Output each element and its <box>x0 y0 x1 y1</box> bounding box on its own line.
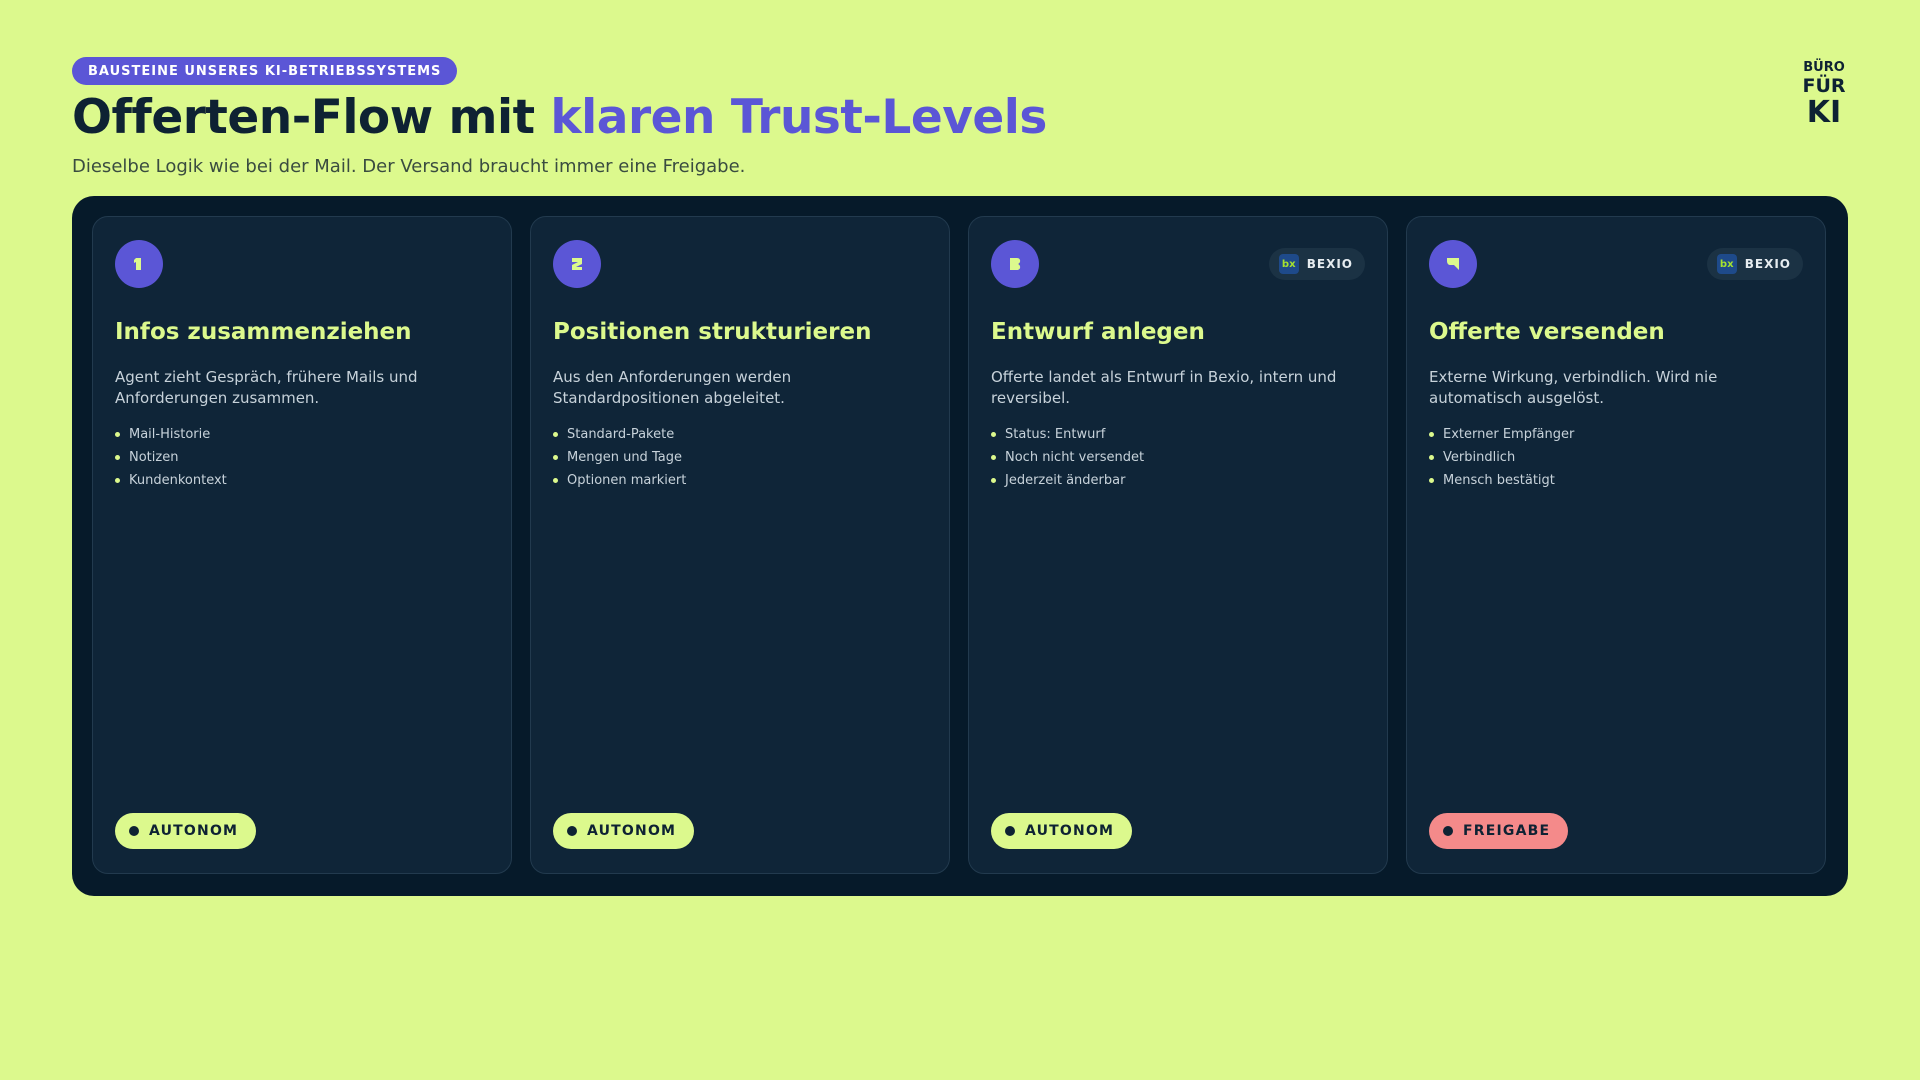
flow-board: Infos zusammenziehen Agent zieht Gespräc… <box>72 196 1848 896</box>
list-item-label: Kundenkontext <box>129 473 227 488</box>
status-badge-autonom: AUTONOM <box>115 813 257 849</box>
flow-card-3: bx BEXIO Entwurf anlegen Offerte landet … <box>968 216 1388 874</box>
status-label: AUTONOM <box>1025 823 1115 839</box>
card-bullet-list: Status: Entwurf Noch nicht versendet Jed… <box>991 423 1144 492</box>
step-2-icon <box>553 240 601 288</box>
list-item-label: Optionen markiert <box>567 473 687 488</box>
list-item: Optionen markiert <box>553 469 686 492</box>
step-1-icon <box>115 240 163 288</box>
list-item: Jederzeit änderbar <box>991 469 1144 492</box>
status-badge-freigabe: FREIGABE <box>1429 813 1569 849</box>
list-item: Kundenkontext <box>115 469 227 492</box>
list-item: Mail-Historie <box>115 423 227 446</box>
status-label: FREIGABE <box>1463 823 1551 839</box>
bullet-dot-icon <box>991 432 996 437</box>
flow-card-2: Positionen strukturieren Aus den Anforde… <box>530 216 950 874</box>
bullet-dot-icon <box>553 432 558 437</box>
list-item-label: Mensch bestätigt <box>1443 473 1555 488</box>
list-item: Notizen <box>115 446 227 469</box>
list-item-label: Mengen und Tage <box>567 450 682 465</box>
page-subtitle: Dieselbe Logik wie bei der Mail. Der Ver… <box>72 156 746 177</box>
status-dot-icon <box>129 826 139 836</box>
bullet-dot-icon <box>1429 432 1434 437</box>
card-description: Externe Wirkung, verbindlich. Wird nie a… <box>1429 368 1718 407</box>
list-item-label: Verbindlich <box>1443 450 1516 465</box>
bexio-logo-icon: bx <box>1716 254 1737 274</box>
section-eyebrow-badge: BAUSTEINE UNSERES KI-BETRIEBSSYSTEMS <box>72 57 458 85</box>
list-item-label: Externer Empfänger <box>1443 427 1575 442</box>
card-bullet-list: Standard-Pakete Mengen und Tage Optionen… <box>553 423 686 492</box>
card-description: Aus den Anforderungen werden Standardpos… <box>553 368 792 407</box>
status-badge-autonom: AUTONOM <box>553 813 695 849</box>
list-item-label: Standard-Pakete <box>567 427 675 442</box>
card-description: Offerte landet als Entwurf in Bexio, int… <box>991 368 1337 407</box>
card-bullet-list: Mail-Historie Notizen Kundenkontext <box>115 423 227 492</box>
tool-label: BEXIO <box>1306 257 1353 271</box>
bullet-dot-icon <box>115 432 120 437</box>
card-bullet-list: Externer Empfänger Verbindlich Mensch be… <box>1429 423 1574 492</box>
list-item: Status: Entwurf <box>991 423 1144 446</box>
logo-line-1: BÜRO <box>1803 59 1845 75</box>
logo-line-3: KI <box>1807 95 1841 124</box>
step-4-icon <box>1429 240 1477 288</box>
page-title-accent: klaren Trust-Levels <box>550 90 1047 145</box>
bullet-dot-icon <box>991 478 996 483</box>
list-item: Standard-Pakete <box>553 423 686 446</box>
page-title-main: Offerten-Flow mit <box>72 90 551 145</box>
status-dot-icon <box>1443 826 1453 836</box>
bexio-tool-badge: bx BEXIO <box>1706 248 1803 280</box>
tool-label: BEXIO <box>1744 257 1791 271</box>
list-item-label: Notizen <box>129 450 179 465</box>
bullet-dot-icon <box>1429 455 1434 460</box>
card-title: Infos zusammenziehen <box>115 319 412 345</box>
buero-fuer-ki-logo: BÜRO FÜR KI <box>1802 59 1845 124</box>
list-item: Mensch bestätigt <box>1429 469 1574 492</box>
bullet-dot-icon <box>991 455 996 460</box>
page-title: Offerten-Flow mit klaren Trust-Levels <box>72 90 1047 145</box>
bexio-tool-badge: bx BEXIO <box>1268 248 1365 280</box>
status-label: AUTONOM <box>587 823 677 839</box>
list-item: Mengen und Tage <box>553 446 686 469</box>
list-item: Noch nicht versendet <box>991 446 1144 469</box>
status-label: AUTONOM <box>149 823 239 839</box>
flow-card-4: bx BEXIO Offerte versenden Externe Wirku… <box>1406 216 1826 874</box>
bullet-dot-icon <box>1429 478 1434 483</box>
bullet-dot-icon <box>553 478 558 483</box>
step-3-icon <box>991 240 1039 288</box>
list-item-label: Jederzeit änderbar <box>1005 473 1126 488</box>
list-item-label: Mail-Historie <box>129 427 211 442</box>
bullet-dot-icon <box>115 478 120 483</box>
card-title: Positionen strukturieren <box>553 319 872 345</box>
status-dot-icon <box>567 826 577 836</box>
bexio-logo-icon: bx <box>1278 254 1299 274</box>
bullet-dot-icon <box>553 455 558 460</box>
bullet-dot-icon <box>115 455 120 460</box>
list-item: Externer Empfänger <box>1429 423 1574 446</box>
card-description: Agent zieht Gespräch, frühere Mails und … <box>115 368 418 407</box>
list-item-label: Status: Entwurf <box>1005 427 1106 442</box>
card-title: Offerte versenden <box>1429 319 1665 345</box>
list-item: Verbindlich <box>1429 446 1574 469</box>
list-item-label: Noch nicht versendet <box>1005 450 1145 465</box>
logo-line-2: FÜR <box>1802 73 1845 97</box>
card-title: Entwurf anlegen <box>991 319 1205 345</box>
status-dot-icon <box>1005 826 1015 836</box>
status-badge-autonom: AUTONOM <box>991 813 1133 849</box>
flow-card-1: Infos zusammenziehen Agent zieht Gespräc… <box>92 216 512 874</box>
